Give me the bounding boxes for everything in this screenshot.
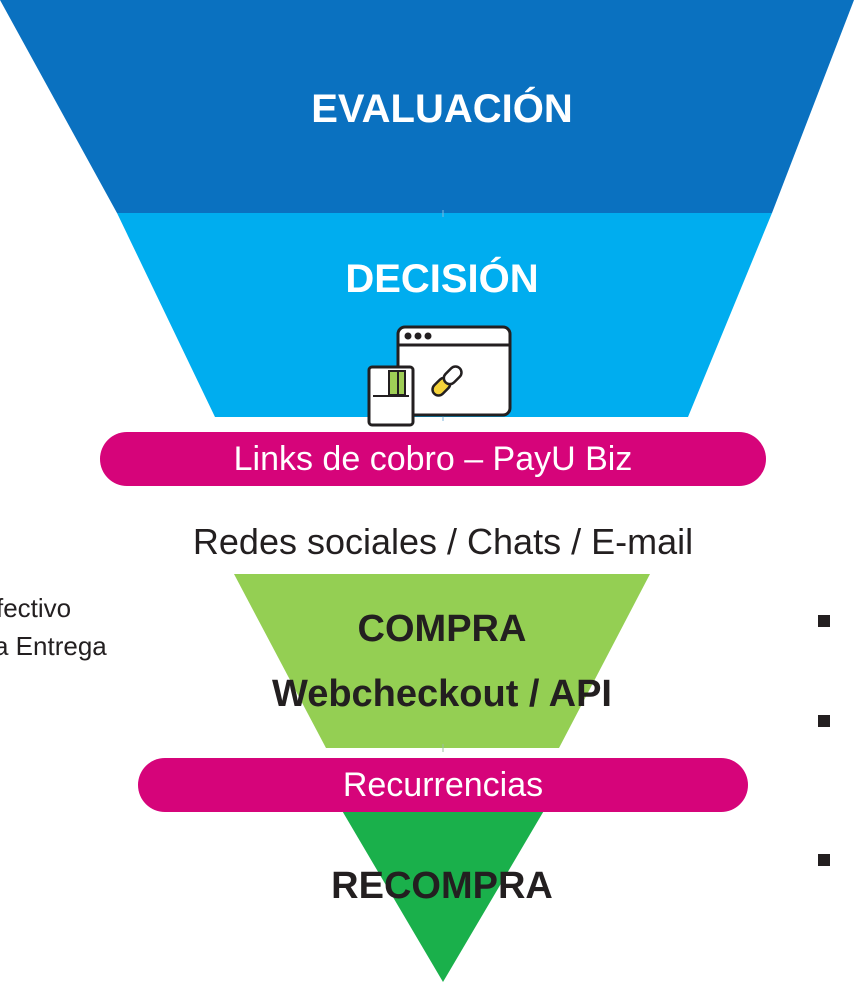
funnel-stage-evaluacion-shape xyxy=(0,0,854,213)
stage-title-recompra: RECOMPRA xyxy=(331,865,553,907)
pill-recurrencias: Recurrencias xyxy=(138,758,748,812)
left-partial-line1: fectivo xyxy=(0,593,72,623)
channels-text: Redes sociales / Chats / E-mail xyxy=(192,521,694,562)
funnel-stage-recompra-shape xyxy=(334,797,552,982)
bullet-marker-2 xyxy=(818,715,830,727)
card-wallet-icon xyxy=(367,365,415,427)
stage-subtitle-compra: Webcheckout / API xyxy=(272,673,612,715)
left-partial-line2: a Entrega xyxy=(0,631,107,661)
pill-links-de-cobro: Links de cobro – PayU Biz xyxy=(100,432,766,486)
funnel-stage-compra-shape xyxy=(234,574,650,748)
stage-title-evaluacion: EVALUACIÓN xyxy=(311,87,573,131)
bullet-marker-3 xyxy=(818,854,830,866)
bullet-marker-1 xyxy=(818,615,830,627)
stage-title-compra: COMPRA xyxy=(357,608,527,650)
funnel-stage-decision-shape xyxy=(117,213,772,417)
stage-title-decision: DECISIÓN xyxy=(345,257,539,301)
chain-link-icon xyxy=(431,365,463,397)
payment-link-window-icon xyxy=(367,325,512,427)
